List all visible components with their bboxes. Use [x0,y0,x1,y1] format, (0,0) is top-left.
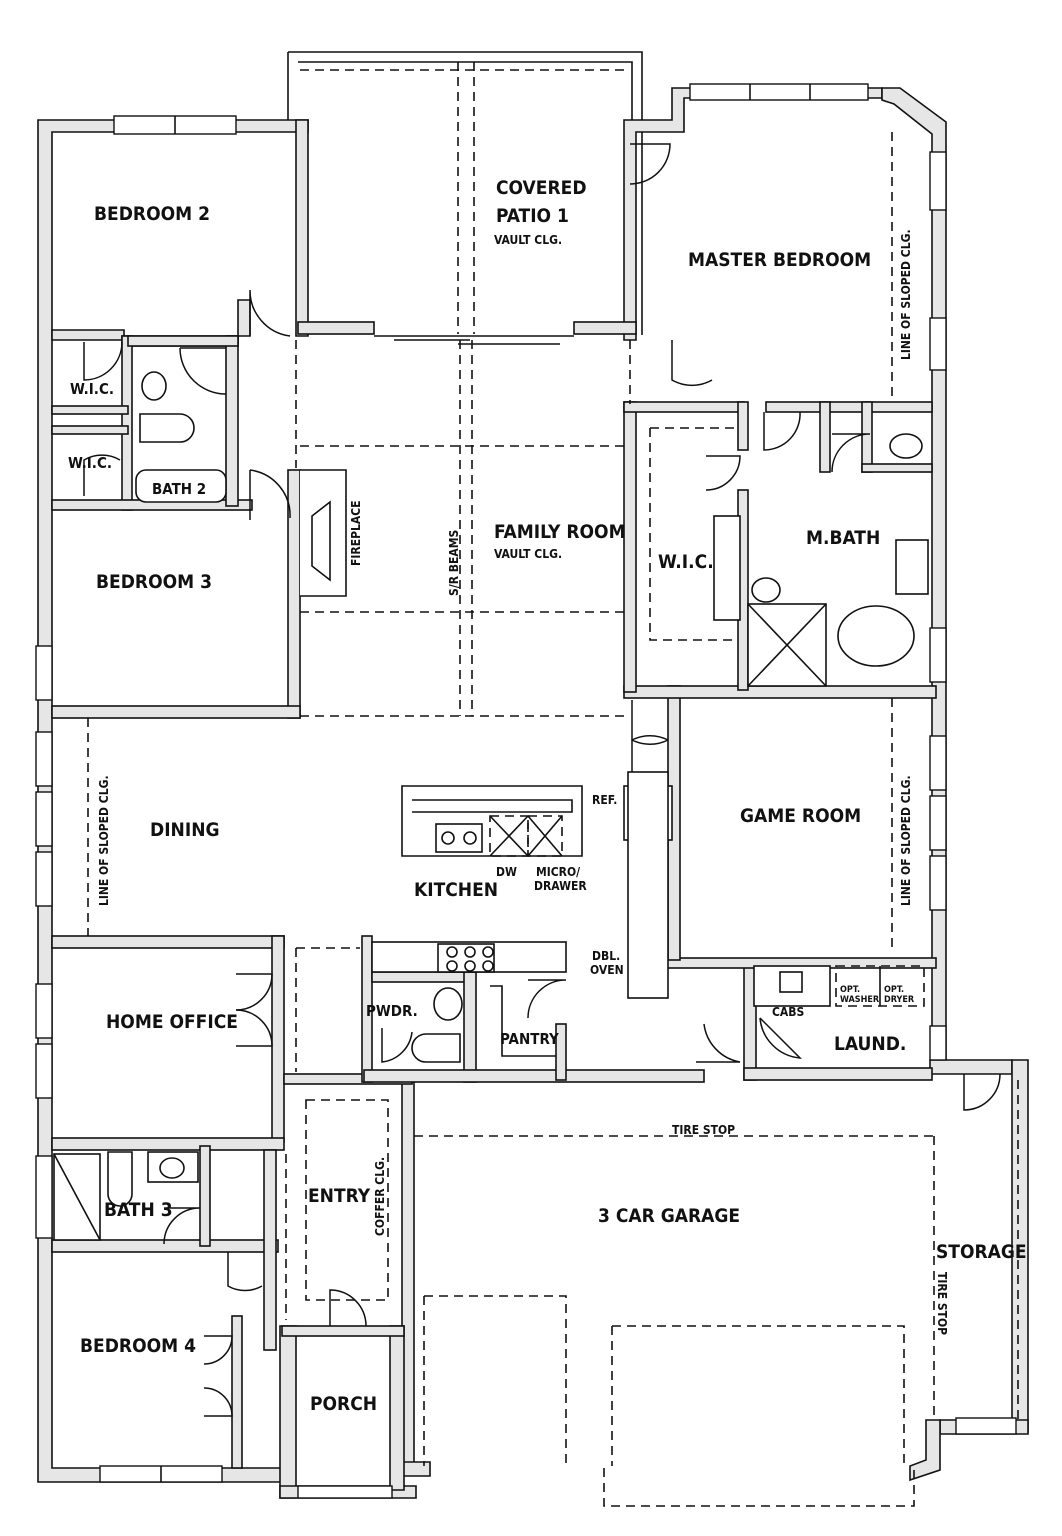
label-opt-dryer-2: DRYER [884,995,915,1005]
label-micro-line1: MICRO/ [536,865,580,879]
labels: BEDROOM 2 COVERED PATIO 1 VAULT CLG. MAS… [68,177,1027,1415]
label-tire-stop-side: TIRE STOP [935,1272,949,1335]
label-bath-3: BATH 3 [104,1199,173,1221]
dashed-lines [87,62,1019,1507]
label-pwdr: PWDR. [366,1002,418,1020]
label-bedroom-2: BEDROOM 2 [94,203,210,225]
label-ref: REF. [592,793,617,807]
label-master-sloped: LINE OF SLOPED CLG. [899,229,913,360]
label-coffer-clg: COFFER CLG. [373,1157,387,1236]
label-game-room: GAME ROOM [740,805,861,827]
label-dbl-oven-1: DBL. [592,949,620,963]
label-sr-beams: S/R BEAMS [447,530,461,596]
label-dbl-oven-2: OVEN [590,963,624,977]
label-opt-washer-1: OPT. [840,985,860,995]
label-dw: DW [496,865,517,879]
fixtures [53,371,929,1241]
label-game-sloped: LINE OF SLOPED CLG. [899,775,913,906]
label-family-vault: VAULT CLG. [494,547,562,561]
label-porch: PORCH [310,1393,377,1415]
label-tire-stop-top: TIRE STOP [672,1123,735,1137]
label-3-car-garage: 3 CAR GARAGE [598,1205,740,1227]
exterior-walls [37,51,1029,1499]
interior-walls [51,299,937,1469]
label-opt-washer-2: WASHER [840,995,880,1005]
label-kitchen: KITCHEN [414,879,498,901]
label-wic-1: W.I.C. [70,380,114,398]
label-master-wic: W.I.C. [658,551,714,573]
label-home-office: HOME OFFICE [106,1011,238,1033]
label-family-room: FAMILY ROOM [494,521,626,543]
label-bath-2: BATH 2 [152,480,206,498]
label-laundry: LAUND. [834,1033,906,1055]
label-bedroom-4: BEDROOM 4 [80,1335,196,1357]
label-dining: DINING [150,819,220,841]
doors [83,143,1001,1417]
label-micro-line2: DRAWER [534,879,587,893]
label-mbath: M.BATH [806,527,880,549]
label-cabs: CABS [772,1005,804,1019]
label-pantry: PANTRY [500,1030,559,1048]
label-dining-sloped: LINE OF SLOPED CLG. [97,775,111,906]
label-wic-2: W.I.C. [68,454,112,472]
label-opt-dryer-1: OPT. [884,985,904,995]
label-covered-patio-line1: COVERED [496,177,587,199]
label-patio-vault: VAULT CLG. [494,233,562,247]
label-entry: ENTRY [308,1185,371,1207]
label-fireplace: FIREPLACE [349,500,363,566]
windows [35,83,1017,1499]
label-bedroom-3: BEDROOM 3 [96,571,212,593]
label-master-bedroom: MASTER BEDROOM [688,249,871,271]
label-covered-patio-line2: PATIO 1 [496,205,569,227]
label-storage: STORAGE [936,1241,1027,1263]
